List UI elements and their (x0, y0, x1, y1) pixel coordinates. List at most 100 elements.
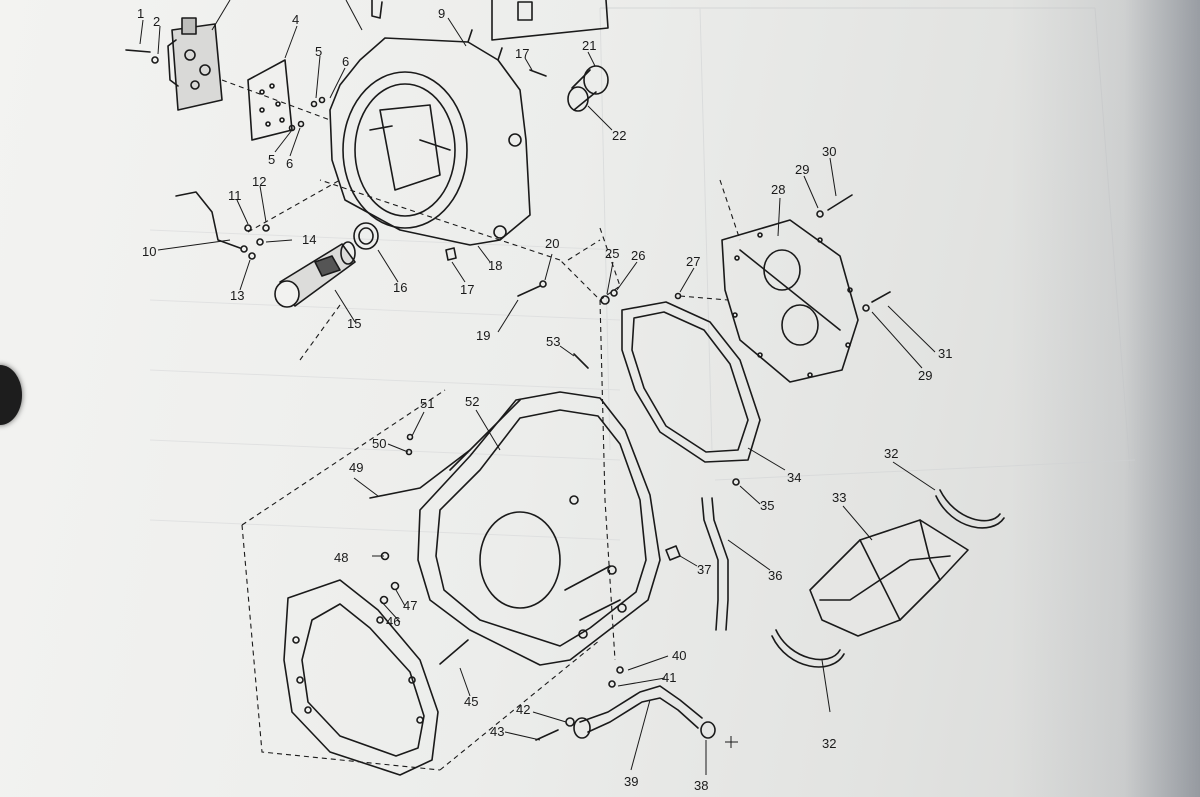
seal-ring-16 (353, 222, 379, 250)
stud-53 (573, 353, 589, 369)
callout-13: 13 (230, 288, 244, 303)
callout-34: 34 (787, 470, 801, 485)
callout-33: 33 (832, 490, 846, 505)
callout-2: 2 (153, 14, 160, 29)
gasket-34 (621, 301, 761, 463)
callout-5: 5 (315, 44, 322, 59)
bolt-27 (674, 292, 682, 300)
callout-50: 50 (372, 436, 386, 451)
plug-37 (665, 545, 681, 561)
seal-sleeve (567, 65, 609, 112)
washer-6 (318, 96, 326, 104)
fitting-25 (600, 295, 610, 305)
adapter-plate (283, 579, 439, 776)
callout-14: 14 (302, 232, 316, 247)
separator-plate (247, 59, 293, 141)
callout-40: 40 (672, 648, 686, 663)
callout-32: 32 (884, 446, 898, 461)
callout-38: 38 (694, 778, 708, 793)
callout-37: 37 (697, 562, 711, 577)
callout-11: 11 (228, 188, 242, 203)
washer-20 (539, 280, 547, 288)
alignment-lines (221, 79, 741, 771)
callout-22: 22 (612, 128, 626, 143)
washer-29-lower (862, 304, 870, 312)
callout-5: 5 (268, 152, 275, 167)
tube-49 (369, 449, 471, 499)
plug-50 (405, 448, 413, 456)
washer-2 (151, 56, 159, 64)
callout-19: 19 (476, 328, 490, 343)
plug-51 (406, 433, 414, 441)
callout-4: 4 (292, 12, 299, 27)
callout-31: 31 (938, 346, 952, 361)
fitting-46 (379, 595, 389, 605)
ring-38 (700, 721, 716, 739)
ring-41 (608, 680, 616, 688)
callout-53: 53 (546, 334, 560, 349)
callout-25: 25 (605, 246, 619, 261)
callout-17: 17 (515, 46, 529, 61)
callout-45: 45 (464, 694, 478, 709)
washer-42 (565, 717, 575, 727)
pto-cover (721, 219, 859, 383)
fitting-11 (244, 224, 252, 232)
plug-35 (732, 478, 740, 486)
callout-48: 48 (334, 550, 348, 565)
callout-32: 32 (822, 736, 836, 751)
bolt-19 (517, 285, 541, 297)
callout-35: 35 (760, 498, 774, 513)
callout-28: 28 (771, 182, 785, 197)
callout-1: 1 (137, 6, 144, 21)
tube-39 (573, 685, 703, 739)
callout-6: 6 (342, 54, 349, 69)
callout-39: 39 (624, 774, 638, 789)
fitting-13 (248, 252, 256, 260)
washer-29 (816, 210, 824, 218)
half-ring-32-top (939, 489, 1001, 522)
callout-47: 47 (403, 598, 417, 613)
callout-6: 6 (286, 156, 293, 171)
callout-15: 15 (347, 316, 361, 331)
pin-45 (439, 639, 469, 665)
callout-49: 49 (349, 460, 363, 475)
callout-41: 41 (662, 670, 676, 685)
bolt-31 (871, 291, 891, 303)
oil-deflector-33 (809, 519, 969, 637)
callout-29: 29 (795, 162, 809, 177)
callout-52: 52 (465, 394, 479, 409)
partial-frame-top (491, 0, 609, 41)
callout-36: 36 (768, 568, 782, 583)
callout-18: 18 (488, 258, 502, 273)
fitting-14 (256, 238, 264, 246)
tube-36 (701, 497, 719, 631)
washer-6-lower (297, 120, 305, 128)
fill-tube-top (371, 0, 383, 19)
bolt-43 (535, 729, 559, 741)
frame-detail (517, 1, 533, 21)
callout-17: 17 (460, 282, 474, 297)
callout-30: 30 (822, 144, 836, 159)
callout-12: 12 (252, 174, 266, 189)
half-ring-32-bottom (775, 629, 841, 661)
seal-40 (616, 666, 624, 674)
bolt-5 (310, 100, 318, 108)
bolt-30 (827, 194, 853, 211)
bleed-through-table (149, 7, 1136, 541)
callout-21: 21 (582, 38, 596, 53)
leader-lines (139, 0, 936, 775)
bolt-17-top (529, 69, 547, 77)
callout-16: 16 (393, 280, 407, 295)
filter-element (274, 241, 356, 308)
callout-27: 27 (686, 254, 700, 269)
plug-17 (445, 247, 457, 261)
tube-10 (175, 191, 241, 249)
callout-10: 10 (142, 244, 156, 259)
converter-housing (329, 29, 531, 246)
callout-9: 9 (438, 6, 445, 21)
callout-numbers: 1 2 4 5 5 6 6 9 10 11 12 13 14 15 16 17 … (137, 6, 952, 793)
callout-26: 26 (631, 248, 645, 263)
callout-20: 20 (545, 236, 559, 251)
valve-body (167, 17, 223, 111)
